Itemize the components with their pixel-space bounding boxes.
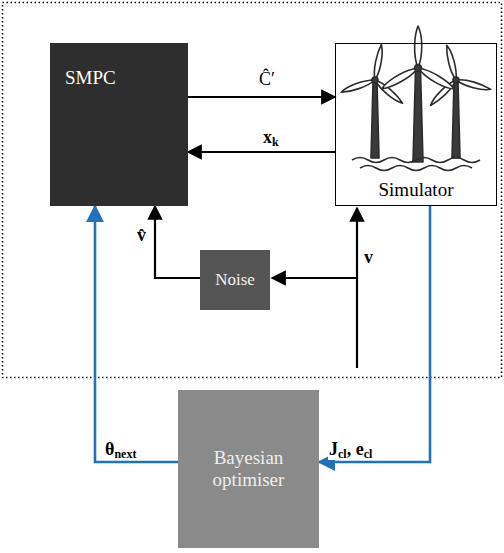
controller-box: SMPC (50, 43, 188, 206)
noise-box: Noise (200, 250, 270, 310)
signal-label: v (363, 248, 374, 268)
signal-branch (272, 277, 357, 279)
signal-arrow (188, 151, 335, 153)
dotted-boundary (3, 3, 502, 378)
signal-arrow (188, 96, 335, 98)
signal-arrow (155, 206, 200, 278)
signal-label: xk (262, 128, 280, 148)
simulator-box: Simulator (335, 43, 497, 206)
water-waves (352, 158, 480, 171)
node-text: Bayesian optimiser (186, 447, 311, 491)
signal-label: v̂ (136, 226, 147, 246)
wind-turbine-illustration (340, 26, 491, 162)
signal-label: θnext (104, 440, 137, 460)
signal-line (356, 208, 358, 368)
signal-arrow (95, 206, 178, 462)
node-text: Noise (215, 270, 255, 290)
node-text: SMPC (65, 67, 116, 89)
optimiser-box: Bayesian optimiser (178, 390, 319, 548)
node-text: Simulator (379, 179, 454, 201)
signal-arrow (319, 206, 430, 462)
signal-label: Ĉ′ (258, 70, 276, 90)
signal-label: Jcl, ecl (328, 440, 373, 460)
